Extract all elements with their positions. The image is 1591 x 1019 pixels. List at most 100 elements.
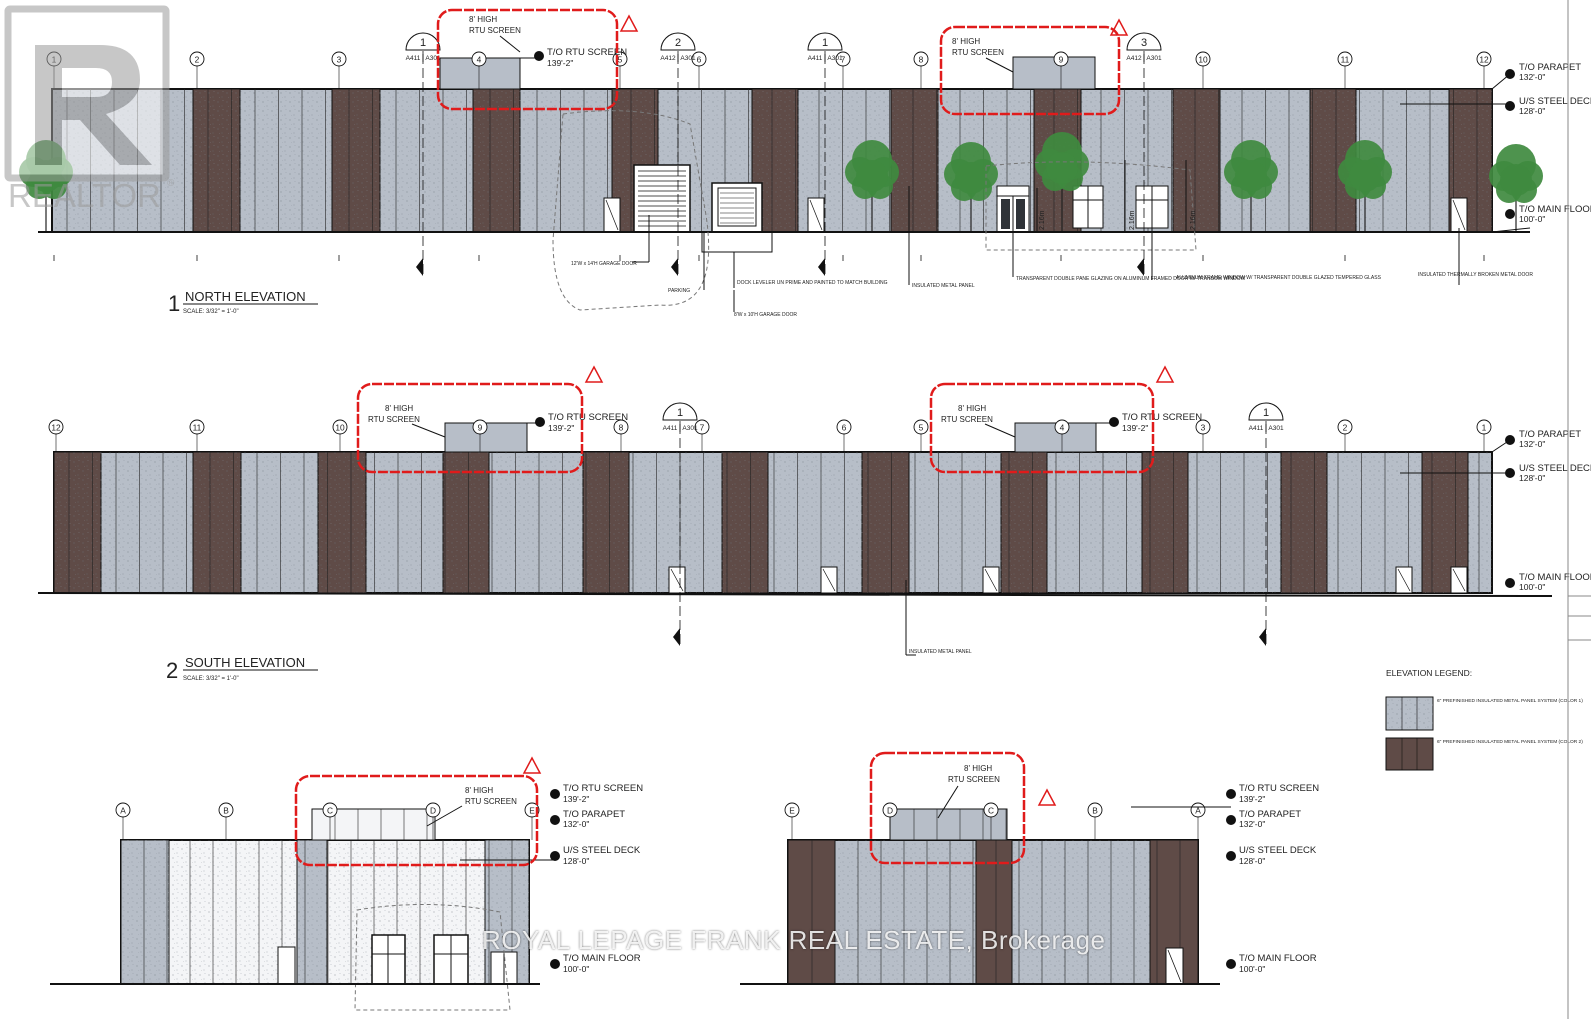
- svg-text:U/S STEEL DECK: U/S STEEL DECK: [1239, 845, 1317, 856]
- grid-bubble: [1337, 51, 1353, 67]
- grid-label: 2: [1343, 423, 1348, 433]
- svg-text:DOCK LEVELER UN PRIME AND PAIN: DOCK LEVELER UN PRIME AND PAINTED TO MAT…: [737, 280, 888, 286]
- grid-bubble: [1054, 419, 1070, 435]
- grid-bubble: [836, 419, 852, 435]
- grid-label: 4: [477, 55, 482, 65]
- dark-panel-band: [472, 88, 521, 233]
- tree-icon: [944, 142, 998, 232]
- svg-text:T/O RTU SCREEN: T/O RTU SCREEN: [1122, 412, 1202, 423]
- grid-bubble: [425, 802, 441, 818]
- grid-bubble: [882, 802, 898, 818]
- grid-bubble: [1337, 419, 1353, 435]
- grid-bubble: [189, 419, 205, 435]
- revision-triangle-icon: [1037, 788, 1057, 806]
- grid-bubble: [835, 51, 851, 67]
- svg-text:T/O MAIN FLOOR: T/O MAIN FLOOR: [563, 953, 641, 964]
- south-elevation-title: 2 SOUTH ELEVATION SCALE: 3/32" = 1'-0": [166, 655, 318, 683]
- east-rtu-note: 8' HIGH RTU SCREEN: [426, 786, 517, 827]
- grid-label: D: [430, 806, 436, 816]
- legend-swatch-color-2: [1385, 737, 1434, 771]
- grid-label: D: [887, 806, 893, 816]
- svg-text:RTU SCREEN: RTU SCREEN: [952, 48, 1004, 57]
- svg-text:A411: A411: [808, 55, 823, 62]
- svg-text:A412: A412: [660, 55, 676, 62]
- grid-label: 10: [1198, 55, 1208, 65]
- north-elevation: 123456789101112 1A411A3012A412A3011A411A…: [19, 8, 1591, 318]
- svg-text:T/O PARAPET: T/O PARAPET: [1519, 429, 1581, 440]
- tree-icon: [845, 140, 899, 232]
- east-windows: [277, 934, 518, 985]
- svg-text:A301: A301: [680, 55, 696, 62]
- svg-text:128'-0": 128'-0": [1519, 473, 1545, 483]
- svg-text:128'-0": 128'-0": [1519, 106, 1545, 116]
- south-level-rtu-screen-left: T/O RTU SCREEN 139'-2": [527, 412, 628, 433]
- grid-bubble: [48, 419, 64, 435]
- north-man-doors: [603, 197, 1468, 233]
- svg-text:RTU SCREEN: RTU SCREEN: [941, 415, 993, 424]
- svg-text:T/O PARAPET: T/O PARAPET: [1519, 62, 1581, 73]
- brokerage-watermark: ROYAL LEPAGE FRANK REAL ESTATE, Brokerag…: [482, 925, 1106, 955]
- dark-panel-band: [582, 451, 630, 594]
- north-rtu-screen-left: [439, 57, 521, 90]
- north-dashed-area-1: [552, 110, 710, 311]
- grid-label: 7: [841, 55, 846, 65]
- north-storefront: [996, 185, 1169, 233]
- tree-icon: [1224, 140, 1278, 232]
- south-rtu-note-2: 8' HIGH RTU SCREEN: [941, 404, 1016, 438]
- svg-text:T/O PARAPET: T/O PARAPET: [1239, 809, 1301, 820]
- revision-triangle-icon: [619, 14, 639, 32]
- svg-text:8' HIGH: 8' HIGH: [958, 404, 986, 413]
- svg-text:A301: A301: [827, 55, 843, 62]
- dark-panel-band: [1141, 451, 1189, 594]
- grid-label: 9: [1059, 55, 1064, 65]
- east-level-parapet: T/O PARAPET 132'-0": [550, 809, 625, 829]
- east-level-main-floor: T/O MAIN FLOOR 100'-0": [550, 953, 641, 974]
- svg-text:12'W x 14'H GARAGE DOOR: 12'W x 14'H GARAGE DOOR: [571, 261, 637, 267]
- dark-panel-band: [317, 451, 367, 594]
- svg-text:T/O MAIN FLOOR: T/O MAIN FLOOR: [1519, 572, 1591, 583]
- north-annotation-notes: 12'W x 14'H GARAGE DOOR PARKING DOCK LEV…: [571, 186, 1533, 318]
- west-level-main-floor: T/O MAIN FLOOR 100'-0": [1226, 953, 1317, 974]
- svg-text:100'-0": 100'-0": [1519, 214, 1545, 224]
- grid-label: 5: [919, 423, 924, 433]
- svg-text:A301: A301: [1268, 425, 1284, 432]
- dark-panel-band: [1280, 451, 1328, 594]
- svg-text:RTU SCREEN: RTU SCREEN: [465, 797, 517, 806]
- garage-door-small: [701, 182, 773, 253]
- north-revision-cloud-1: [436, 8, 619, 111]
- south-level-parapet: T/O PARAPET 132'-0": [1491, 429, 1581, 453]
- west-level-rtu-screen: T/O RTU SCREEN 139'-2": [1226, 783, 1319, 804]
- south-level-steel-deck: U/S STEEL DECK 128'-0": [1400, 463, 1591, 483]
- svg-text:2.16m: 2.16m: [1129, 210, 1136, 230]
- grid-label: C: [327, 806, 333, 816]
- svg-text:100'-0": 100'-0": [1519, 582, 1545, 592]
- svg-text:8' HIGH: 8' HIGH: [385, 404, 413, 413]
- north-level-parapet: T/O PARAPET 132'-0": [1491, 62, 1581, 90]
- svg-text:2.16m: 2.16m: [1039, 210, 1046, 230]
- svg-text:T/O MAIN FLOOR: T/O MAIN FLOOR: [1519, 204, 1591, 215]
- grid-label: A: [120, 806, 126, 816]
- svg-text:8' HIGH: 8' HIGH: [465, 786, 493, 795]
- grid-bubble: [691, 51, 707, 67]
- dark-panel-band: [890, 88, 939, 233]
- svg-text:8' HIGH: 8' HIGH: [964, 764, 992, 773]
- svg-text:NORTH ELEVATION: NORTH ELEVATION: [185, 289, 306, 304]
- svg-text:INSULATED THERMALLY BROKEN MET: INSULATED THERMALLY BROKEN METAL DOOR: [1418, 272, 1533, 278]
- revision-triangle-icon: [584, 365, 604, 383]
- grid-label: 5: [618, 55, 623, 65]
- svg-text:T/O RTU SCREEN: T/O RTU SCREEN: [547, 47, 627, 58]
- south-level-rtu-screen-right: T/O RTU SCREEN 139'-2": [1096, 412, 1202, 433]
- south-revision-cloud-1: [356, 382, 584, 474]
- grid-bubble: [1476, 419, 1492, 435]
- svg-text:1: 1: [420, 37, 426, 49]
- south-revision-cloud-2: [929, 382, 1155, 474]
- south-rtu-note-1: 8' HIGH RTU SCREEN: [368, 404, 446, 438]
- south-man-doors: [668, 566, 1468, 594]
- svg-text:A411: A411: [406, 55, 421, 62]
- grid-label: 9: [478, 423, 483, 433]
- svg-text:1: 1: [822, 37, 828, 49]
